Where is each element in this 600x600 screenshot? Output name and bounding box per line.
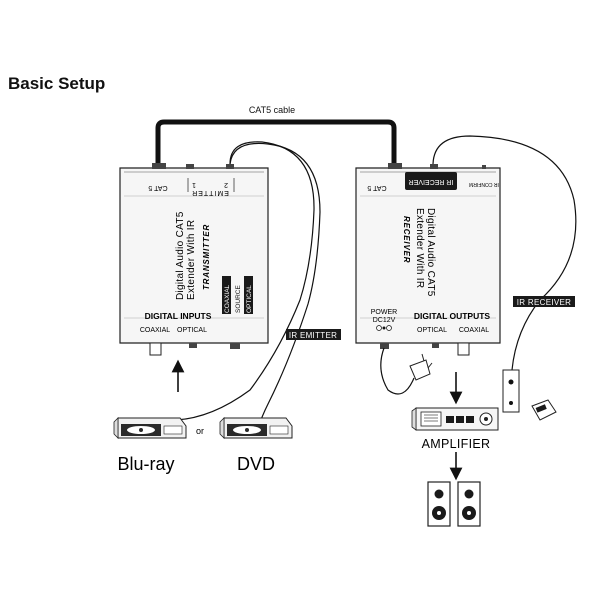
receiver-name-line1: Digital Audio CAT5 [425,208,436,297]
transmitter-emitter-2: 2 [224,181,228,188]
cat5-cable-label: CAT5 cable [249,105,295,115]
power-adapter-cable [380,347,415,395]
receiver-polarity-icon [376,325,392,331]
receiver-coaxial-jack [457,342,470,356]
ir-receiver-tag [513,296,575,307]
transmitter-emitter-label: EMITTER [191,189,229,196]
receiver-power-label: POWER [371,309,397,316]
transmitter-coaxial-label: COAXIAL [140,327,170,334]
source-selector-optical: OPTICAL [246,285,253,313]
transmitter-inputs-title: DIGITAL INPUTS [145,311,212,321]
receiver-cat5-label: CAT 5 [367,184,386,191]
dvd-player [219,417,293,439]
source-selector-coaxial: COAXIAL [224,284,231,313]
receiver-ir-port-block [405,172,457,190]
source-selector-optical-block [244,276,253,314]
receiver-cat5-jack [388,163,402,169]
transmitter-emitter-jack-2 [226,164,234,169]
source-selector-coaxial-block [222,276,231,314]
ir-receiver-label: IR RECEIVER [517,298,571,307]
ir-emitter-cable [175,141,315,421]
power-adapter [409,353,433,381]
receiver-optical-label: OPTICAL [417,327,447,334]
transmitter-cat5-label: CAT 5 [148,184,167,191]
receiver-outputs-title: DIGITAL OUTPUTS [414,311,491,321]
transmitter-coaxial-jack [149,342,162,356]
speaker-left [427,481,451,527]
amplifier [411,407,499,431]
receiver-unit: CAT 5 IR RECEIVER IR CONFIRM Digital Aud… [355,163,501,356]
speaker-right [457,481,481,527]
page-title: Basic Setup [8,74,106,93]
receiver-power-dc: DC12V [373,317,396,324]
transmitter-role: TRANSMITTER [202,224,211,290]
receiver-coaxial-label: COAXIAL [459,327,489,334]
cat5-cable [155,119,397,170]
transmitter-optical-label: OPTICAL [177,327,207,334]
receiver-ir-port-label: IR RECEIVER [409,178,454,185]
transmitter-cat5-jack [152,163,166,169]
dvd-label: DVD [237,454,275,474]
bluray-player [113,417,187,439]
amplifier-label: AMPLIFIER [422,437,491,451]
transmitter-unit: CAT 5 EMITTER 1 2 Digital Audio CAT5 Ext… [119,163,269,356]
transmitter-name-line1: Digital Audio CAT5 [175,211,186,300]
remote-control-icon [531,399,557,421]
bluray-label: Blu-ray [117,454,174,474]
transmitter-name-line2: Extender With IR [186,220,197,300]
source-selector-source: SOURCE [235,285,242,313]
transmitter-emitter-1: 1 [192,181,196,188]
or-label: or [196,426,204,436]
ir-receiver-sensor [502,369,520,413]
transmitter-emitter-jack-1 [186,164,194,169]
receiver-ir-confirm: IR CONFIRM [469,181,499,187]
ir-emitter-tag [286,329,341,340]
ir-emitter-label: IR EMITTER [289,331,337,340]
receiver-role: RECEIVER [402,216,411,263]
ir-receiver-cable [432,135,577,371]
receiver-name-line2: Extender With IR [414,208,425,288]
